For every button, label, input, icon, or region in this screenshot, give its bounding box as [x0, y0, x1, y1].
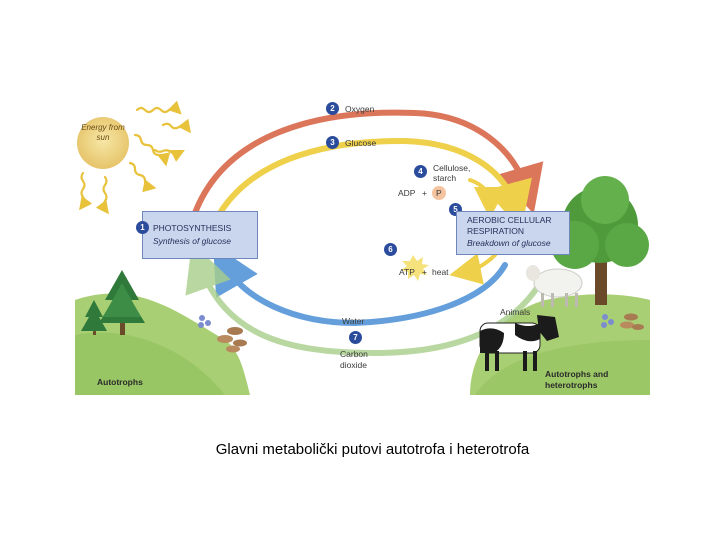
- phosphate-circle: [432, 186, 446, 200]
- figure-caption: Glavni metabolički putovi autotrofa i he…: [215, 441, 530, 458]
- atp-plus: +: [422, 267, 427, 277]
- atp-arrow: [449, 253, 497, 285]
- sun-label: Energy from sun: [81, 123, 125, 142]
- starch-arrow: [468, 178, 506, 219]
- autotrophs-heterotrophs-line2: heterotrophs: [545, 380, 598, 390]
- carbon-dioxide-arrow: [185, 242, 548, 357]
- phosphate-label: P: [436, 188, 442, 198]
- respiration-subtitle: Breakdown of glucose: [467, 238, 551, 248]
- oxygen-arrow: [192, 109, 544, 216]
- sun-icon: [77, 117, 129, 169]
- glucose-arrow: [217, 137, 532, 231]
- water-arrow: [213, 244, 508, 327]
- water-label: Water: [342, 316, 365, 326]
- autotrophs-heterotrophs-line1: Autotrophs and: [545, 369, 609, 379]
- step-1-badge: 1: [136, 221, 149, 234]
- carbon-label: Carbon: [340, 349, 368, 359]
- adp-label: ADP: [398, 188, 416, 198]
- cellulose-label: Cellulose,: [433, 163, 471, 173]
- step-4-badge: 4: [414, 165, 427, 178]
- step-7-badge: 7: [349, 331, 362, 344]
- step-6-badge: 6: [384, 243, 397, 256]
- atp-label: ATP: [399, 267, 415, 277]
- sheep: [526, 265, 583, 307]
- dioxide-label: dioxide: [340, 360, 367, 370]
- sun-rays: [79, 100, 191, 215]
- adp-plus: +: [422, 188, 427, 198]
- respiration-box: AEROBIC CELLULAR RESPIRATION Breakdown o…: [456, 211, 570, 255]
- starch-label: starch: [433, 173, 457, 183]
- photosynthesis-subtitle: Synthesis of glucose: [153, 236, 231, 246]
- animals-label: Animals: [500, 307, 531, 317]
- metabolic-cycle-diagram: Energy from sun 2 Oxygen 3 Glucose 4 Cel…: [75, 95, 650, 395]
- respiration-title-line2: RESPIRATION: [467, 226, 524, 236]
- seeds-right: [601, 313, 644, 330]
- seeds-left: [198, 315, 247, 353]
- photosynthesis-box: PHOTOSYNTHESIS Synthesis of glucose: [142, 211, 258, 259]
- oxygen-label: Oxygen: [345, 104, 375, 114]
- photosynthesis-title: PHOTOSYNTHESIS: [153, 223, 232, 233]
- step-3-badge: 3: [326, 136, 339, 149]
- conifer-trees: [81, 270, 145, 335]
- cow: [479, 315, 559, 371]
- step-2-badge: 2: [326, 102, 339, 115]
- heat-label: heat: [432, 267, 449, 277]
- glucose-label: Glucose: [345, 138, 377, 148]
- atp-starburst: [401, 255, 429, 281]
- deciduous-tree: [551, 176, 649, 305]
- autotrophs-label: Autotrophs: [97, 377, 143, 387]
- respiration-title-line1: AEROBIC CELLULAR: [467, 215, 552, 225]
